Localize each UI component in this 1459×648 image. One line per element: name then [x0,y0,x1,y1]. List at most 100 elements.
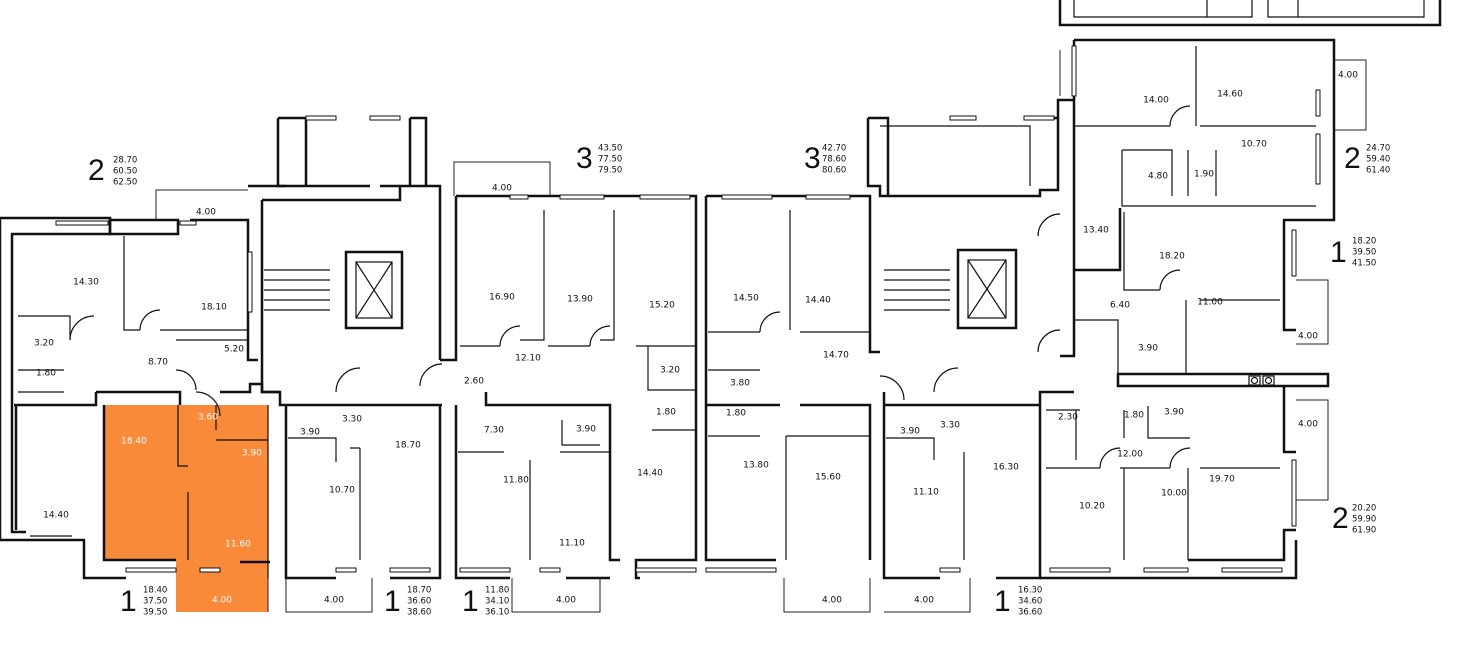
room-area: 4.00 [1298,420,1318,430]
room-count: 1 [384,585,401,618]
room-count: 3 [804,142,821,175]
room-area: 11.10 [559,539,585,549]
room-area: 4.00 [914,596,934,606]
room-area: 3.90 [1138,344,1158,354]
room-count: 1 [1330,236,1347,269]
room-area: 3.20 [34,339,54,349]
room-area: 11.10 [913,488,939,498]
room-area: 16.90 [489,293,515,303]
total-area: 37.50 [143,597,167,607]
room-count: 1 [462,585,479,618]
total-area: 77.50 [598,155,622,165]
room-count: 2 [88,154,105,187]
room-area: 4.00 [822,596,842,606]
area-with-balcony: 41.50 [1352,259,1376,269]
room-area: 3.90 [576,425,596,435]
windows [55,45,1321,573]
room-area: 12.10 [515,354,541,364]
room-area: 13.90 [567,295,593,305]
living-area: 42.70 [822,144,846,154]
room-area: 3.60 [198,413,218,423]
room-area: 15.20 [649,301,675,311]
room-area: 10.20 [1079,502,1105,512]
room-count: 2 [1332,502,1349,535]
room-area: 14.00 [1143,96,1169,106]
apartment-label[interactable]: 1 16.30 34.60 36.60 [994,585,1042,618]
room-area: 10.00 [1161,489,1187,499]
room-area: 4.00 [324,596,344,606]
balconies [155,50,1367,613]
apartment-label[interactable]: 1 11.80 34.10 36.10 [462,585,509,618]
room-area: 14.40 [637,469,663,479]
room-area: 4.00 [1338,71,1358,81]
area-with-balcony: 61.40 [1366,166,1390,176]
apartment-label[interactable]: 3 42.70 78.60 80.60 [804,142,846,176]
room-area: 2.30 [1058,413,1078,423]
total-area: 59.40 [1366,155,1390,165]
room-area: 3.30 [342,415,362,425]
room-area: 4.00 [1298,332,1318,342]
room-area: 12.00 [1117,450,1143,460]
room-area: 11.00 [1197,298,1223,308]
area-with-balcony: 36.60 [1018,608,1042,618]
room-area-labels: 14.30 18.10 4.00 3.20 8.70 5.20 1.80 14.… [34,71,1358,606]
total-area: 60.50 [113,167,137,177]
room-area: 14.30 [73,278,99,288]
apartment-label[interactable]: 1 18.70 36.60 38.60 [384,585,431,618]
room-area: 14.50 [733,294,759,304]
room-area: 2.60 [464,377,484,387]
room-area: 6.40 [1110,301,1130,311]
room-area: 7.30 [484,426,504,436]
living-area: 18.20 [1352,237,1376,247]
room-area: 3.90 [300,428,320,438]
room-area: 15.60 [815,473,841,483]
living-area: 11.80 [485,586,509,596]
room-area: 5.20 [224,345,244,355]
room-count: 3 [576,142,593,175]
total-area: 36.60 [407,597,431,607]
room-count: 1 [120,585,137,618]
apartment-label[interactable]: 3 43.50 77.50 79.50 [576,142,622,176]
area-with-balcony: 62.50 [113,178,137,188]
room-area: 13.80 [743,461,769,471]
room-area: 19.70 [1209,475,1235,485]
living-area: 24.70 [1366,144,1390,154]
room-area: 18.10 [201,303,227,313]
room-area: 1.80 [656,408,676,418]
living-area: 16.30 [1018,586,1042,596]
room-area: 3.20 [660,366,680,376]
room-area: 1.80 [36,369,56,379]
room-area: 3.90 [1164,408,1184,418]
total-area: 39.50 [1352,248,1376,258]
apartment-label-selected[interactable]: 1 18.40 37.50 39.50 [120,585,167,618]
apartment-label[interactable]: 2 28.70 60.50 62.50 [88,154,137,188]
selected-apartment-highlight[interactable] [104,405,268,612]
room-area: 16.30 [993,463,1019,473]
room-area: 18.40 [121,437,147,447]
total-area: 34.10 [485,597,509,607]
room-area: 11.60 [225,540,251,550]
room-area: 1.80 [1124,411,1144,421]
room-area: 10.70 [329,486,355,496]
doors [69,105,1191,469]
room-area: 8.70 [148,358,168,368]
room-area: 10.70 [1241,140,1267,150]
apartment-label[interactable]: 1 18.20 39.50 41.50 [1330,236,1376,269]
room-area: 4.80 [1148,172,1168,182]
room-area: 14.40 [805,296,831,306]
apartment-label[interactable]: 2 20.20 59.90 61.90 [1332,502,1376,536]
room-area: 13.40 [1083,226,1109,236]
apartment-label[interactable]: 2 24.70 59.40 61.40 [1344,142,1390,176]
room-area: 4.00 [196,208,216,218]
room-area: 14.60 [1217,90,1243,100]
area-with-balcony: 39.50 [143,608,167,618]
room-count: 1 [994,585,1011,618]
total-area: 34.60 [1018,597,1042,607]
room-area: 3.80 [730,379,750,389]
living-area: 18.40 [143,586,167,596]
apartment-labels: 2 28.70 60.50 62.50 3 43.50 77.50 79.50 … [88,142,1390,618]
room-area: 3.90 [900,427,920,437]
room-area: 3.90 [242,449,262,459]
area-with-balcony: 80.60 [822,166,846,176]
